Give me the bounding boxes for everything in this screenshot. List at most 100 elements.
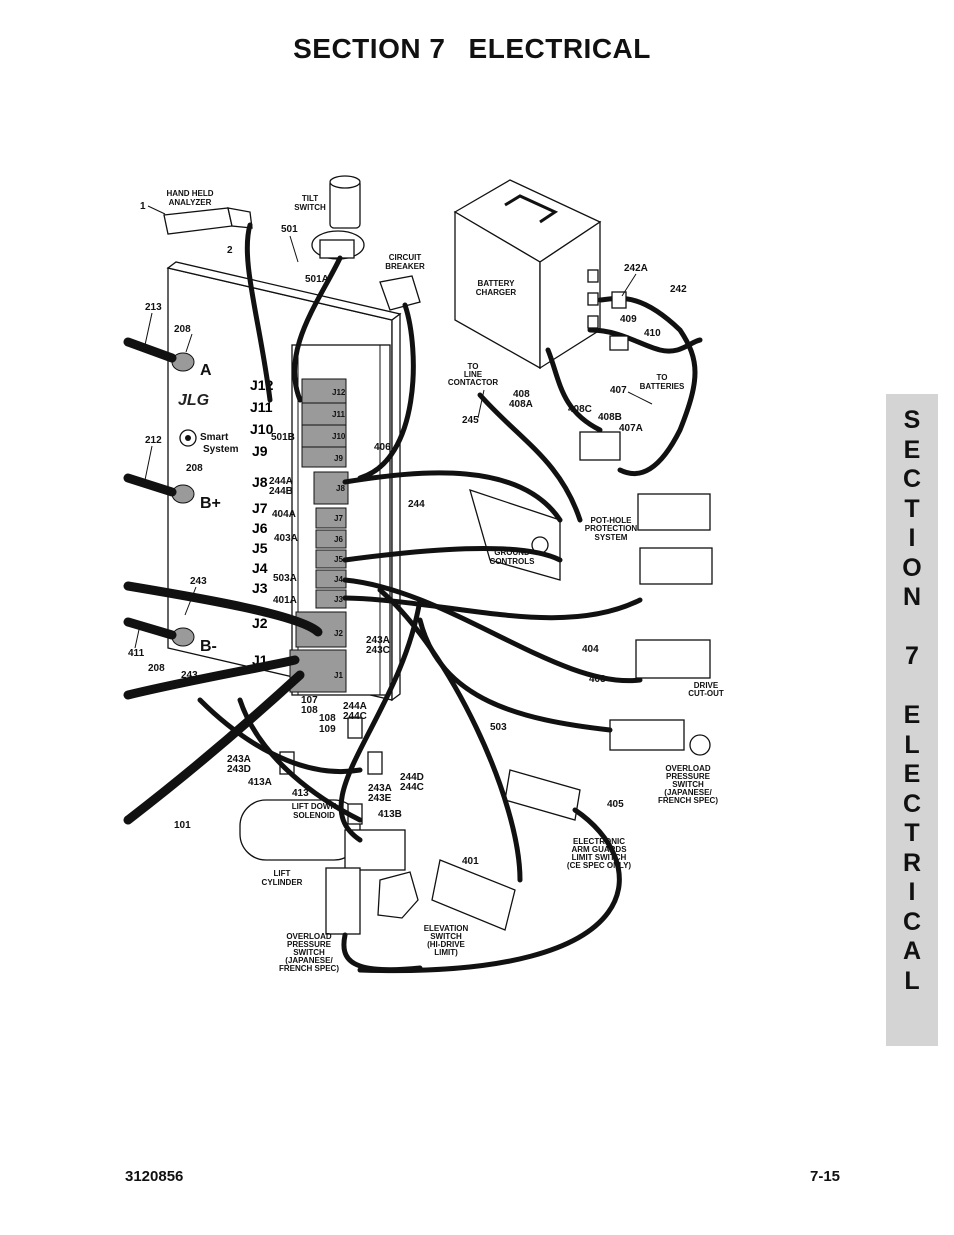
terminal-a-label: A [200,362,212,379]
callout-403: 403 [589,674,606,685]
callout-244b-l2: 244B [269,486,293,497]
label-overload-left-3: SWITCH [293,948,325,957]
label-overload-right-4: (JAPANESE/ [664,788,712,797]
terminal-b-minus-label: B- [200,638,217,655]
component-labels: HAND HELD ANALYZER TILT SWITCH CIRCUIT B… [166,189,723,973]
tab-letter: C [902,465,922,493]
callout-244a-c-l1: 244A [343,701,367,712]
callout-1: 1 [140,201,146,212]
callout-208b: 208 [186,463,203,474]
label-pot-hole-2: PROTECTION [585,524,638,533]
label-drive-cutout-1: DRIVE [694,681,719,690]
callout-numbers: 1 2 213 208 212 208 243 411 208 243 101 … [128,201,687,867]
tab-letter: S [903,406,921,434]
jack-label-j6: J6 [252,520,268,536]
callout-403a: 403A [274,533,298,544]
terminal-b-plus-label: B+ [200,495,221,512]
jack-tag-j12: J12 [332,388,346,397]
section-name: ELECTRICAL [468,33,651,64]
callout-503: 503 [490,722,507,733]
callout-107: 107 [301,695,318,706]
jack-tag-j8: J8 [336,484,345,493]
arm-guards-switch [357,769,622,974]
callout-243d-l2: 243D [227,764,251,775]
label-circuit-breaker-1: CIRCUIT [389,253,422,262]
tab-letter: C [902,907,922,936]
jlg-logo: JLG [178,392,209,409]
tab-letter: A [902,937,922,965]
section-side-tab: S E C T I O N 7 E L E C T R I C A L [886,394,938,1046]
smart-system-line2: System [203,444,239,455]
callout-242: 242 [670,284,687,295]
callout-243a-e-l1: 243A [368,783,392,794]
label-tilt-switch-2: SWITCH [294,203,326,212]
jack-tag-j7: J7 [334,514,343,523]
tab-letter: N [902,583,922,611]
jack-label-j11: J11 [250,399,273,415]
callout-404: 404 [582,644,599,655]
callout-410: 410 [644,328,661,339]
label-overload-left-1: OVERLOAD [286,932,332,941]
section-title: SECTION 7 ELECTRICAL [0,33,954,65]
jack-tag-j3: J3 [334,595,343,604]
jack-tag-j4: J4 [334,575,343,584]
jack-tag-j9: J9 [334,454,343,463]
tilt-switch [292,175,365,403]
battery-charger [453,179,703,477]
callout-244c-l2: 244C [343,711,367,722]
drive-cutout [342,577,711,684]
label-line-contactor-1: TO [468,362,479,371]
callout-243b: 243 [181,670,198,681]
callout-503a: 503A [273,573,297,584]
page-number: 7-15 [810,1168,841,1185]
lift-cylinder [239,597,423,973]
callout-407a: 407A [619,423,643,434]
callout-242a: 242A [624,263,648,274]
tab-letter: C [902,789,922,818]
jack-label-j8: J8 [252,474,268,490]
jack-tag-j11: J11 [332,410,345,419]
tab-letter: O [902,553,922,582]
callout-408c: 408C [568,404,592,415]
jack-label-j9: J9 [252,443,268,459]
callout-243a: 243 [190,576,207,587]
callout-501a: 501A [305,274,329,285]
label-arm-guards-1: ELECTRONIC [573,837,625,846]
label-overload-right-3: SWITCH [672,780,704,789]
label-to-batteries-1: TO [657,373,668,382]
label-arm-guards-3: LIMIT SWITCH [572,853,627,862]
document-number: 3120856 [125,1168,184,1185]
callout-501: 501 [281,224,298,235]
callout-109: 109 [319,724,336,735]
tab-letter: L [904,730,920,759]
callout-411: 411 [128,648,145,659]
ground-controls [342,392,583,581]
terminal-b-plus: B+ [171,484,221,512]
callout-244: 244 [408,499,425,510]
callout-243e-l2: 243E [368,793,392,804]
callout-408a: 408A [509,399,533,410]
pot-hole-switches [342,493,713,621]
label-elevation-3: (HI-DRIVE [427,940,465,949]
tab-letter: T [904,494,920,523]
jack-label-j4: J4 [252,560,268,576]
power-cables [123,337,323,825]
callout-213: 213 [145,302,162,313]
label-overload-right-5: FRENCH SPEC) [658,796,718,805]
jack-label-j7: J7 [252,500,268,516]
label-overload-right-1: OVERLOAD [665,764,711,773]
jack-label-j2: J2 [252,615,268,631]
label-overload-left-4: (JAPANESE/ [285,956,333,965]
label-elevation-4: LIMIT) [434,948,458,957]
label-ground-controls-1: GROUND [494,548,530,557]
callout-413: 413 [292,788,309,799]
label-lift-cylinder-2: CYLINDER [262,878,303,887]
label-lift-down-2: SOLENOID [293,811,335,820]
label-to-batteries-2: BATTERIES [640,382,685,391]
jack-label-j10: J10 [250,421,274,437]
callout-101: 101 [174,820,191,831]
section-number: SECTION 7 [293,33,446,64]
tab-letter: E [903,760,921,788]
callout-244a-l1: 244A [269,476,293,487]
callout-401: 401 [462,856,479,867]
